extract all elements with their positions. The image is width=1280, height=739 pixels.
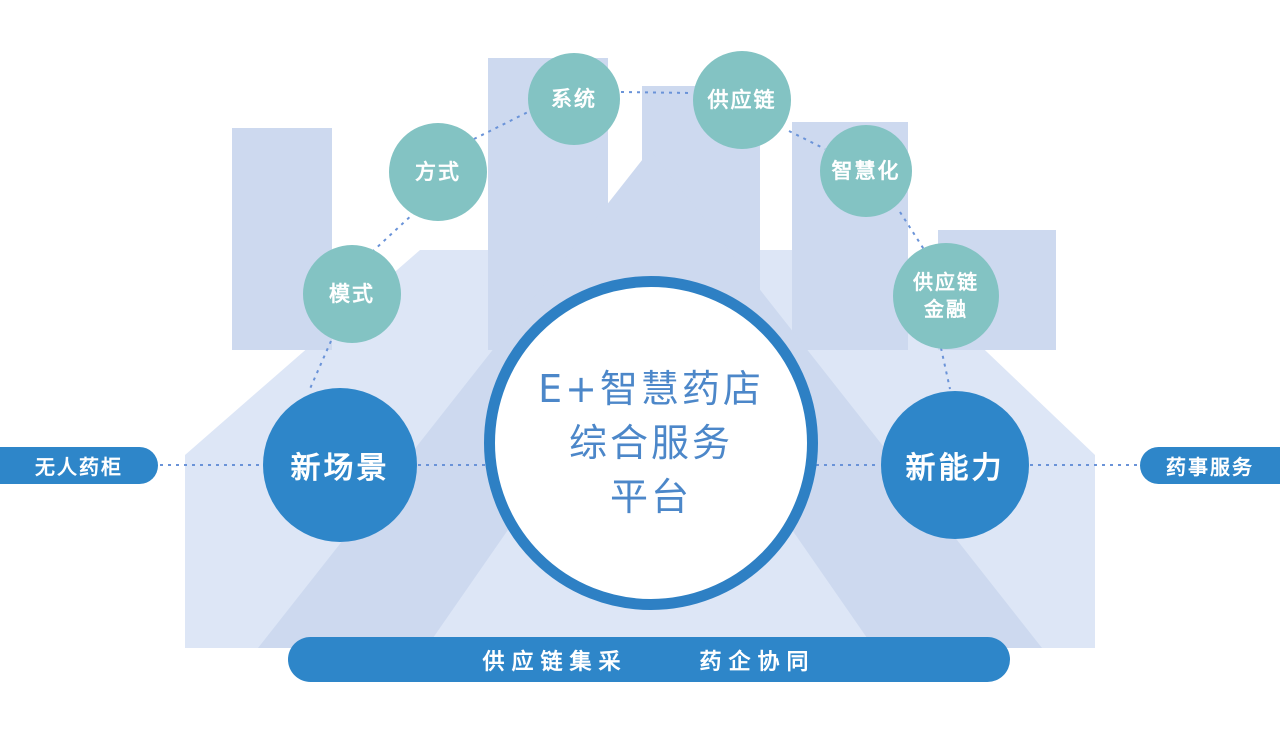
left-node-new-scenario: 新场景 [263, 388, 417, 542]
connector-arc-line [371, 212, 415, 253]
center-title-line1: E+智慧药店 [538, 367, 764, 411]
arc-node-supply-chain: 供应链 [693, 51, 791, 149]
banner-item-procurement: 供应链集采 [482, 649, 628, 675]
connector-lines [160, 91, 1138, 466]
arc-node-label: 模式 [329, 281, 375, 306]
pill-unmanned-cabinet: 无人药柜 [0, 447, 158, 484]
arc-node-supply-chain-finance: 供应链 金融 [893, 243, 999, 349]
arc-node-label: 系统 [551, 86, 597, 111]
pill-pharmacy-service-label: 药事服务 [1166, 455, 1254, 479]
center-title-line3: 平台 [609, 475, 692, 519]
arc-node-mode: 模式 [303, 245, 401, 343]
right-node-label: 新能力 [905, 451, 1005, 486]
connector-arc-line [308, 340, 332, 392]
connector-arc-line [473, 111, 529, 140]
arc-node-label-line2: 金融 [924, 297, 968, 321]
arc-node-method: 方式 [389, 123, 487, 221]
pill-unmanned-cabinet-label: 无人药柜 [35, 455, 123, 479]
right-node-new-capability: 新能力 [881, 391, 1029, 539]
arc-node-label: 智慧化 [831, 158, 901, 183]
pill-pharmacy-service: 药事服务 [1140, 447, 1280, 484]
arc-node-label-line1: 供应链 [913, 270, 979, 294]
left-node-label: 新场景 [290, 451, 390, 486]
connector-arc-line [788, 130, 826, 150]
arc-node-label: 方式 [415, 159, 461, 184]
center-platform-circle: E+智慧药店 综合服务 平台 [484, 276, 818, 610]
banner-item-collaboration: 药企协同 [699, 649, 816, 675]
arc-node-smartization: 智慧化 [820, 125, 912, 217]
arc-node-system: 系统 [528, 53, 620, 145]
bottom-banner: 供应链集采 药企协同 [288, 637, 1010, 682]
connector-arc-line [940, 347, 951, 390]
center-title-line2: 综合服务 [568, 421, 733, 465]
center-platform-title: E+智慧药店 综合服务 平台 [538, 362, 764, 524]
arc-node-label: 供应链 [707, 87, 777, 112]
